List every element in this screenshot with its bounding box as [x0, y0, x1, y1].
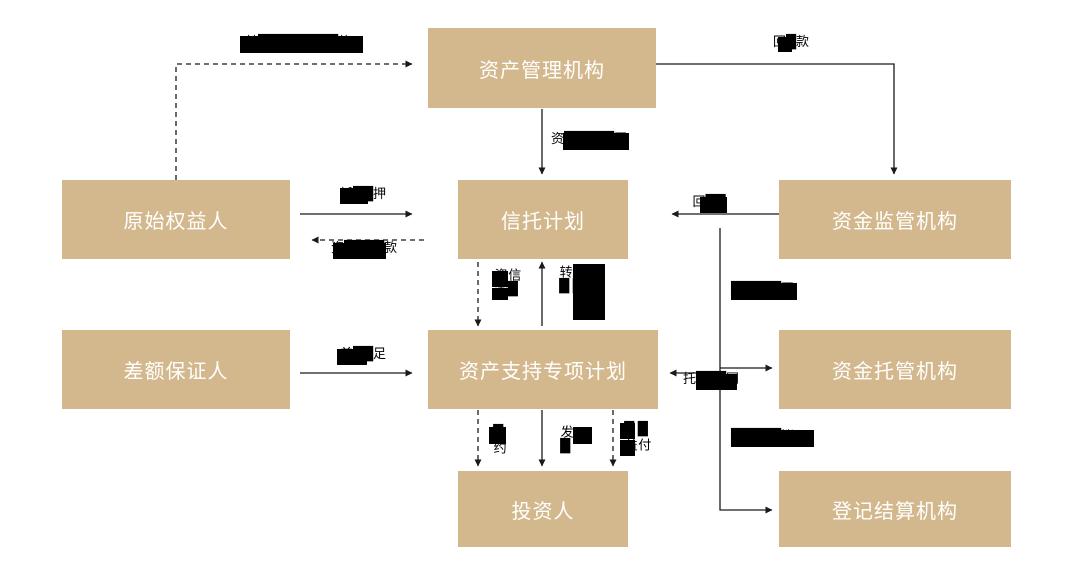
redaction-bar-trust-fund-2	[492, 288, 508, 300]
node-label: 登记结算机构	[832, 498, 958, 523]
node-label: 投资人	[511, 498, 575, 523]
node-label: 资金托管机构	[832, 359, 958, 383]
node-label: 原始权益人	[123, 209, 229, 233]
redaction-bar-settle-agreement	[731, 430, 814, 447]
node-asset-manager[interactable]: 资产管理机构	[428, 28, 656, 108]
node-originator[interactable]: 原始权益人	[62, 180, 290, 259]
node-registrar[interactable]: 登记结算机构	[779, 471, 1011, 547]
redaction-bar-contract	[489, 427, 506, 444]
redaction-bar-pledge	[340, 188, 368, 204]
edge-label-issue: 发█	[557, 425, 573, 455]
node-trust-plan[interactable]: 信托计划	[458, 180, 628, 259]
redaction-bar-supervision	[700, 197, 727, 213]
redaction-bar-payment-2	[620, 440, 635, 456]
redaction-bar-supervise-contract	[731, 283, 797, 300]
node-guarantor[interactable]: 差额保证人	[62, 330, 290, 409]
node-label: 资产支持专项计划	[459, 359, 627, 383]
node-label: 资产管理机构	[479, 57, 605, 82]
node-label: 差额保证人	[123, 359, 229, 383]
redaction-bar-shortfall	[337, 349, 367, 365]
node-label: 信托计划	[501, 209, 585, 233]
redaction-bar-issue	[573, 427, 592, 444]
node-abs-plan[interactable]: 资产支持专项计划	[428, 330, 658, 409]
redaction-bar-payment	[620, 423, 635, 439]
redaction-bar-trust-fund	[492, 271, 508, 287]
node-investor[interactable]: 投资人	[458, 471, 628, 547]
node-fund-custodian[interactable]: 资金托管机构	[779, 330, 1011, 409]
redaction-bar-custody-contract	[696, 374, 737, 390]
node-fund-supervisor[interactable]: 资金监管机构	[779, 180, 1011, 259]
node-label: 资金监管机构	[832, 209, 958, 233]
redaction-bar-top-left	[240, 36, 363, 53]
redaction-bar-loan-back	[333, 243, 386, 259]
redaction-bar-top-right	[778, 37, 792, 52]
redaction-bar-trust-benefit	[573, 264, 605, 320]
redaction-bar-manager-trust	[563, 133, 629, 150]
